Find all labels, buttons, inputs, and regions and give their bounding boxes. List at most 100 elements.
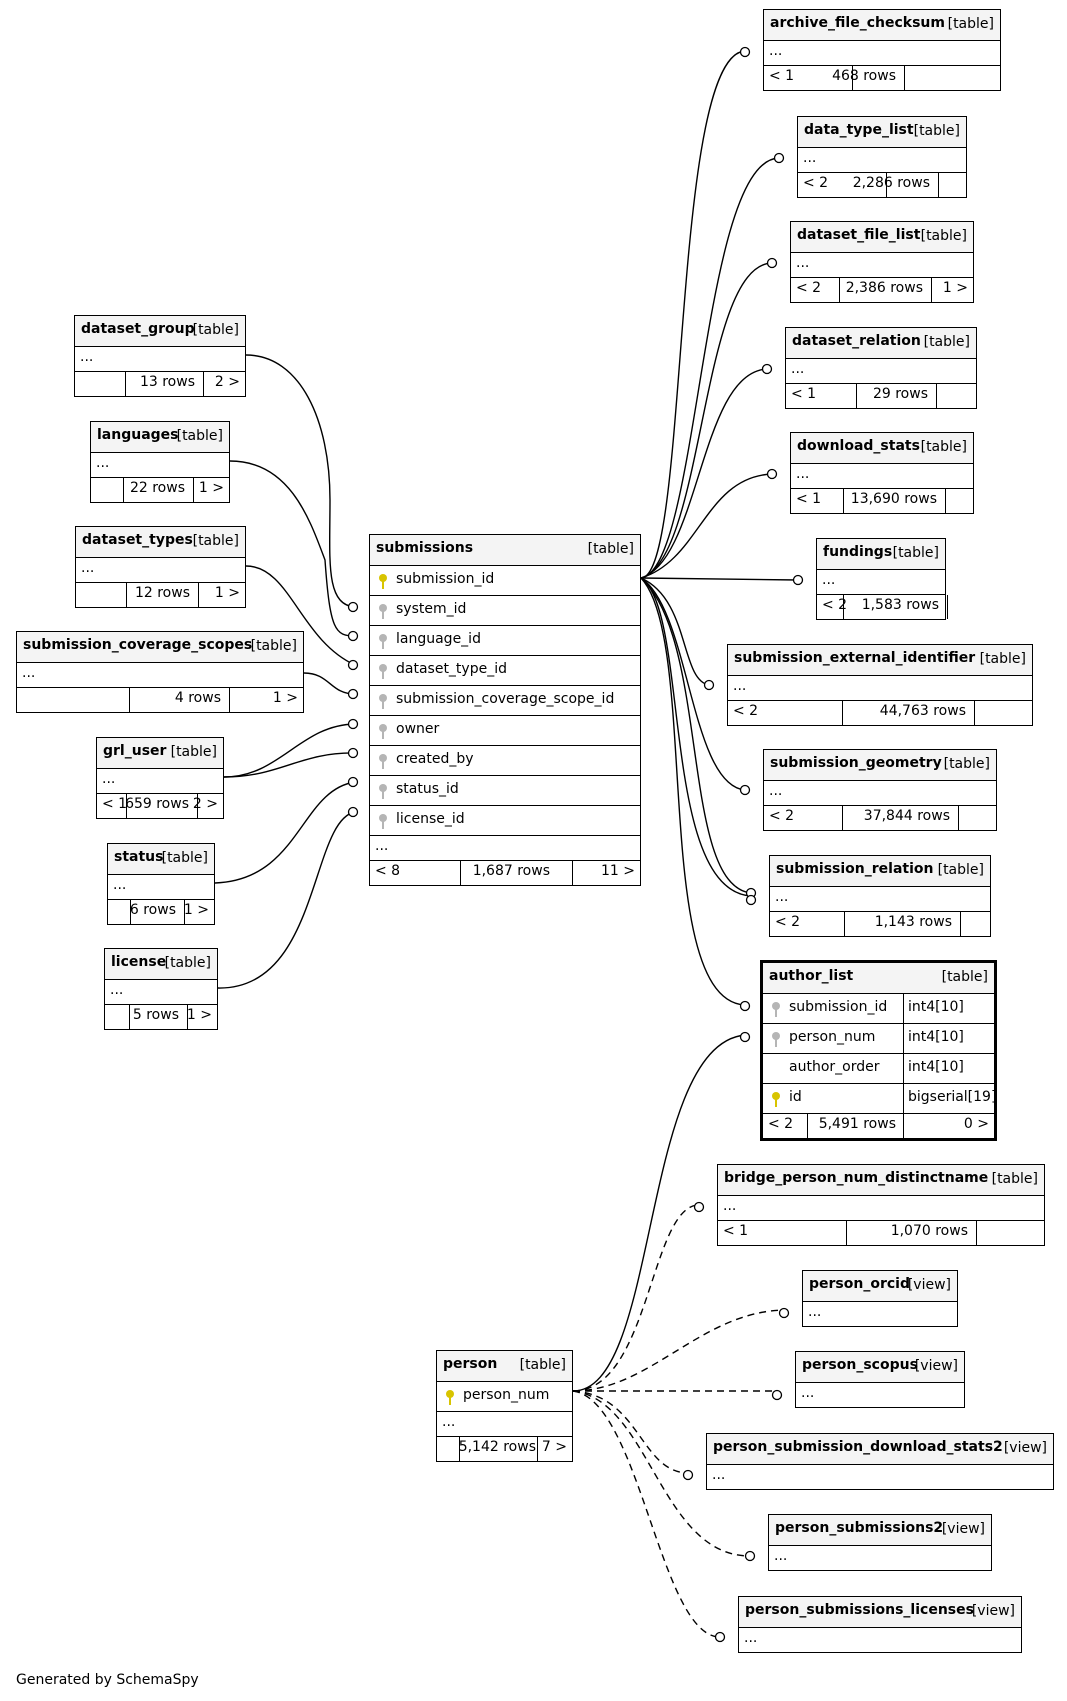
parents-count: < 8 (375, 863, 401, 879)
more-columns[interactable]: ... (718, 1196, 1044, 1221)
table-person-scopus[interactable]: person_scopus[view]... (795, 1351, 965, 1408)
row-count: 13 rows (139, 374, 195, 390)
foreign-key-icon (772, 1002, 780, 1017)
table-kind: [table] (920, 228, 967, 244)
table-person-submission-download-stats2[interactable]: person_submission_download_stats2[view].… (706, 1433, 1054, 1490)
more-columns[interactable]: ... (76, 558, 245, 583)
foreign-key-icon (379, 634, 387, 649)
more-columns[interactable]: ... (774, 1548, 788, 1564)
more-columns[interactable]: ... (97, 769, 223, 794)
more-columns[interactable]: ... (808, 1304, 822, 1320)
table-kind: [table] (941, 969, 988, 985)
column-type: int4[10] (903, 994, 994, 1023)
children-count: 2 > (214, 374, 240, 390)
table-kind: [table] (161, 850, 208, 866)
row-count: 29 rows (872, 386, 928, 402)
more-columns[interactable]: ... (91, 453, 229, 478)
more-columns[interactable]: ... (75, 347, 245, 372)
more-columns[interactable]: ... (791, 253, 973, 278)
table-submission-external-identifier[interactable]: submission_external_identifier[table]...… (727, 644, 1033, 726)
edge-status (214, 781, 356, 884)
table-bridge-person-num-distinctname[interactable]: bridge_person_num_distinctname[table]...… (717, 1164, 1045, 1246)
column-row[interactable]: license_id (370, 806, 640, 836)
more-columns[interactable]: ... (108, 875, 214, 900)
more-columns[interactable]: ... (791, 464, 973, 489)
edge-dataset-file-list (640, 262, 773, 579)
more-columns[interactable]: ... (728, 676, 1032, 701)
column-row[interactable]: status_id (370, 776, 640, 806)
column-row[interactable]: system_id (370, 596, 640, 626)
table-footer: 13 rows 2 > (75, 372, 245, 396)
column-row[interactable]: dataset_type_id (370, 656, 640, 686)
edge-grl-user-created-by (223, 752, 356, 778)
edge-dataset-group (245, 354, 356, 608)
table-submissions[interactable]: submissions[table] submission_id system_… (369, 534, 641, 886)
edge-person-submission-download-stats2 (572, 1390, 689, 1474)
more-columns[interactable]: ... (770, 887, 990, 912)
more-columns[interactable]: ... (370, 836, 640, 861)
edge-download-stats (640, 473, 773, 579)
column-row[interactable]: person_num (437, 1382, 572, 1412)
table-name: person (443, 1356, 498, 1372)
table-person-submissions2[interactable]: person_submissions2[view]... (768, 1514, 992, 1571)
edge-submission-geometry (640, 577, 746, 791)
edge-dataset-relation (640, 368, 768, 579)
more-columns[interactable]: ... (817, 570, 945, 595)
more-columns[interactable]: ... (105, 980, 217, 1005)
column-row[interactable]: submission_id (370, 566, 640, 596)
table-person-submissions-licenses[interactable]: person_submissions_licenses[view]... (738, 1596, 1022, 1653)
more-columns[interactable]: ... (17, 663, 303, 688)
row-count: 44,763 rows (879, 703, 966, 719)
table-name: archive_file_checksum (770, 15, 945, 31)
more-columns[interactable]: ... (744, 1630, 758, 1646)
table-person-orcid[interactable]: person_orcid[view]... (802, 1270, 958, 1327)
more-columns[interactable]: ... (798, 148, 966, 173)
more-columns[interactable]: ... (764, 781, 996, 806)
more-columns[interactable]: ... (786, 359, 976, 384)
row-count: 1,070 rows (890, 1223, 968, 1239)
foreign-key-icon (379, 694, 387, 709)
column-row[interactable]: owner (370, 716, 640, 746)
row-count: 4 rows (174, 690, 221, 706)
more-columns[interactable]: ... (712, 1467, 726, 1483)
table-person[interactable]: person[table] person_num ... 5,142 rows … (436, 1350, 573, 1462)
table-name: bridge_person_num_distinctname (724, 1170, 989, 1186)
more-columns[interactable]: ... (801, 1385, 815, 1401)
more-columns[interactable]: ... (437, 1412, 572, 1437)
more-columns[interactable]: ... (764, 41, 1000, 66)
table-kind: [table] (943, 756, 990, 772)
column-name: created_by (396, 751, 474, 767)
table-kind: [table] (947, 16, 994, 32)
column-row[interactable]: created_by (370, 746, 640, 776)
table-submission-coverage-scopes[interactable]: submission_coverage_scopes[table]...4 ro… (16, 631, 304, 713)
column-row[interactable]: submission_coverage_scope_id (370, 686, 640, 716)
table-name: download_stats (797, 438, 920, 454)
column-name: language_id (396, 631, 481, 647)
column-row[interactable]: language_id (370, 626, 640, 656)
table-kind: [table] (250, 638, 297, 654)
